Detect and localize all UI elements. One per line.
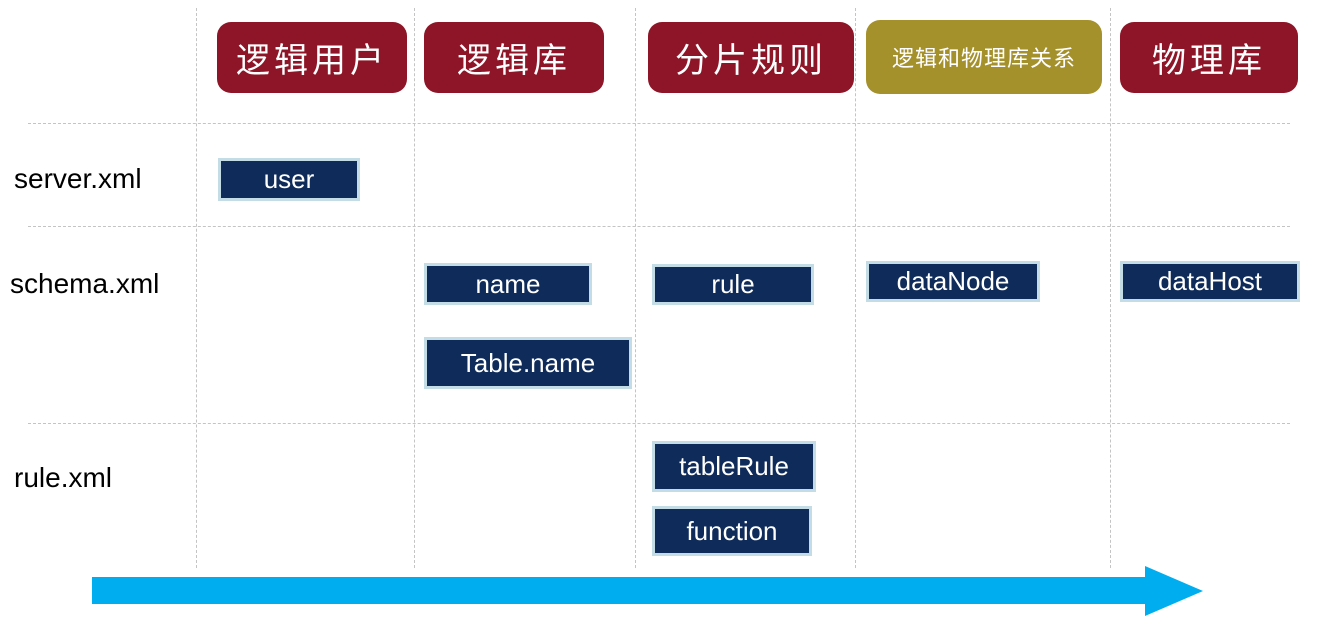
column-header-sharding-rule: 分片规则 — [648, 22, 854, 93]
flow-arrow-body — [92, 577, 1147, 604]
node-box-user: user — [218, 158, 360, 201]
node-box-datanode: dataNode — [866, 261, 1040, 302]
flow-arrow-head-icon — [1145, 566, 1203, 616]
grid-vline-4 — [855, 8, 856, 568]
row-label-server-xml: server.xml — [14, 163, 142, 194]
column-header-logical-schema: 逻辑库 — [424, 22, 604, 93]
grid-vline-2 — [414, 8, 415, 568]
column-header-logical-user: 逻辑用户 — [217, 22, 407, 93]
grid-hline-1 — [28, 123, 1290, 124]
row-label-rule-xml: rule.xml — [14, 462, 113, 493]
node-box-rule: rule — [652, 264, 814, 305]
grid-vline-3 — [635, 8, 636, 568]
node-box-tablerule: tableRule — [652, 441, 816, 492]
grid-vline-1 — [196, 8, 197, 568]
node-box-function: function — [652, 506, 812, 556]
column-header-physical-db: 物理库 — [1120, 22, 1298, 93]
node-box-table-name: Table.name — [424, 337, 632, 389]
node-box-name: name — [424, 263, 592, 305]
column-header-logical-physical-relation: 逻辑和物理库关系 — [866, 20, 1102, 94]
grid-hline-2 — [28, 226, 1290, 227]
node-box-datahost: dataHost — [1120, 261, 1300, 302]
row-label-schema-xml: schema.xml — [10, 268, 160, 299]
grid-vline-5 — [1110, 8, 1111, 568]
grid-hline-3 — [28, 423, 1290, 424]
